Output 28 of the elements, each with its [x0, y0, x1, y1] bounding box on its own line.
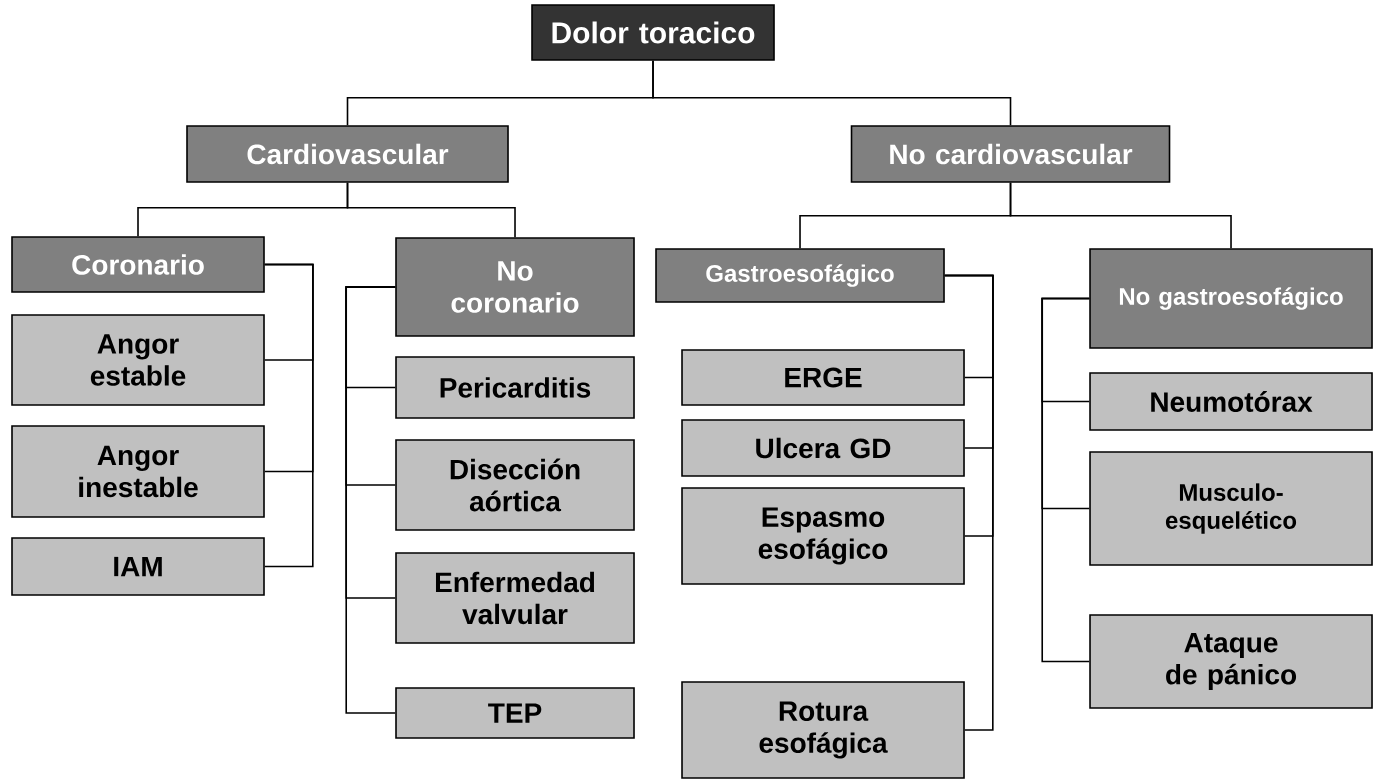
diagnosis-box: Ataque de pánico — [1089, 614, 1373, 709]
diagnosis-box: TEP — [395, 687, 635, 739]
category-box: Cardiovascular — [186, 125, 509, 183]
diagnosis-box: Angor estable — [11, 314, 265, 406]
connector — [264, 263, 314, 568]
diagnosis-box: Angor inestable — [11, 425, 265, 518]
category-box: Gastroesofágico — [655, 248, 945, 303]
diagnosis-box: Neumotórax — [1089, 372, 1373, 431]
connector — [944, 274, 994, 731]
connector — [345, 286, 396, 714]
diagnosis-box: ERGE — [681, 349, 965, 406]
category-box: No cardiovascular — [850, 125, 1171, 183]
root-box: Dolor toracico — [531, 4, 775, 61]
diagnosis-box: Pericarditis — [395, 356, 635, 419]
connector — [346, 182, 516, 238]
category-box: No coronario — [395, 237, 635, 337]
connector — [1009, 182, 1232, 249]
diagnosis-box: Disección aórtica — [395, 439, 635, 531]
diagnosis-box: Rotura esofágica — [681, 681, 965, 779]
diagnosis-box: IAM — [11, 537, 265, 596]
diagnosis-box: Musculo-esquelético — [1089, 451, 1373, 566]
category-box: Coronario — [11, 236, 265, 293]
category-box: No gastroesofágico — [1089, 248, 1373, 349]
connector — [1041, 297, 1090, 663]
diagnosis-box: Enfermedad valvular — [395, 552, 635, 644]
diagnosis-box: Ulcera GD — [681, 419, 965, 477]
connector — [652, 60, 1012, 126]
diagnosis-box: Espasmo esofágico — [681, 487, 965, 585]
